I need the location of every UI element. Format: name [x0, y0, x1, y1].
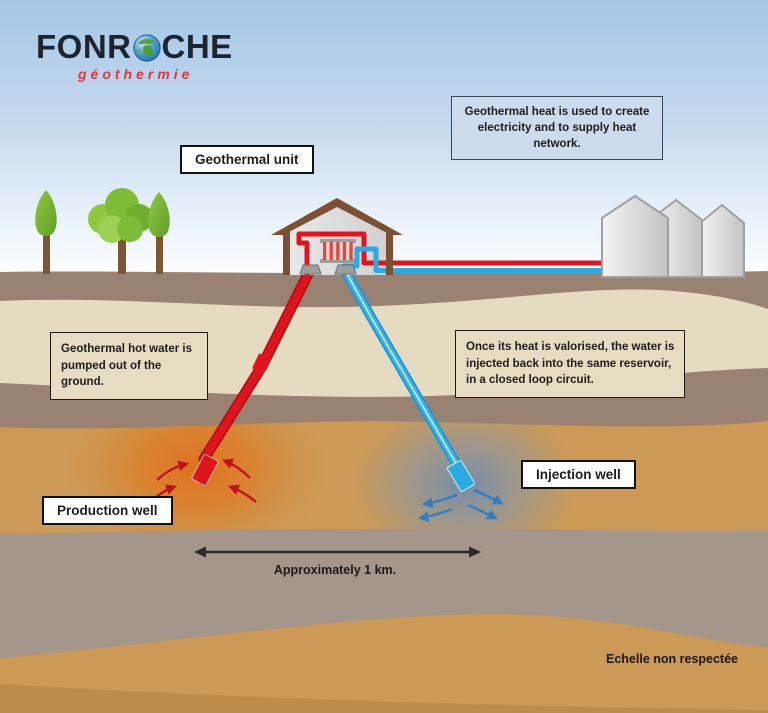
brand-tagline: géothermie	[78, 66, 194, 82]
injection-well-pipe	[341, 267, 476, 493]
injection-wellhead	[446, 459, 476, 493]
pump-unit	[334, 264, 357, 275]
injection-well-label: Injection well	[521, 460, 636, 489]
pump-unit	[299, 264, 322, 275]
bottom-tan-layer	[0, 613, 768, 713]
house-wall-left	[283, 231, 290, 275]
heat-network-buildings	[601, 194, 745, 278]
production-well-pipe	[191, 266, 315, 487]
production-wellhead	[191, 453, 219, 487]
brand-name-suffix: CHE	[161, 28, 233, 65]
house-wall-right	[386, 231, 393, 275]
hot-water-pipe	[296, 231, 614, 275]
geothermal-plant-house	[271, 198, 614, 275]
cold-flow-arrows	[417, 488, 504, 522]
brand-name-prefix: FONR	[36, 28, 132, 65]
brand-logo: FONR CHE géothermie	[36, 30, 233, 82]
brand-name: FONR CHE	[36, 30, 233, 63]
house-roof	[271, 198, 403, 235]
tree-conical-icon	[148, 192, 170, 274]
globe-icon	[132, 33, 161, 62]
trees	[35, 188, 170, 274]
ground-layers	[0, 271, 768, 713]
production-well-label: Production well	[42, 496, 173, 525]
tree-round-icon	[88, 188, 153, 274]
heat-exchanger-radiator	[320, 239, 356, 263]
bottom-dark-band	[0, 684, 768, 713]
distance-label: Approximately 1 km.	[273, 563, 397, 577]
reinjection-note: Once its heat is valorised, the water is…	[455, 330, 685, 399]
scale-disclaimer: Echelle non respectée	[606, 652, 739, 666]
hot-water-note: Geothermal hot water is pumped out of th…	[50, 332, 208, 401]
distance-arrow	[194, 546, 481, 558]
deep-clay-layer	[0, 528, 768, 658]
heat-network-note: Geothermal heat is used to create electr…	[451, 96, 663, 161]
geothermal-unit-label: Geothermal unit	[180, 145, 314, 174]
tree-conical-icon	[35, 190, 57, 274]
